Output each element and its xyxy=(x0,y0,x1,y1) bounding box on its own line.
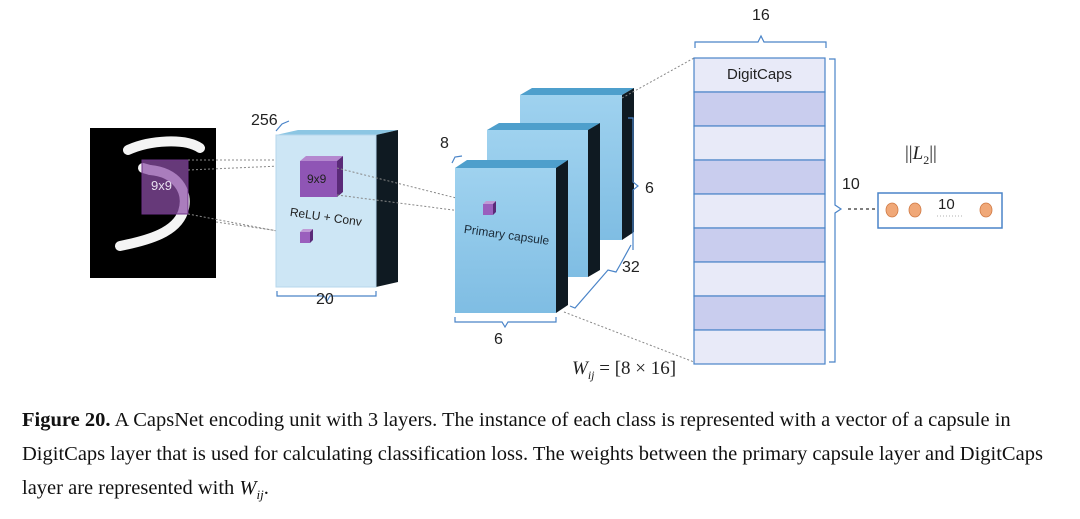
conv-depth-label: 256 xyxy=(251,112,278,129)
input-kernel-label: 9x9 xyxy=(151,178,172,193)
digitcaps-row xyxy=(693,261,826,297)
digitcaps-header: DigitCaps xyxy=(727,66,793,83)
figure-caption: Figure 20. A CapsNet encoding unit with … xyxy=(22,409,1043,503)
digitcaps-row xyxy=(693,295,826,331)
conv-width-label: 20 xyxy=(316,291,334,308)
output-capsule-1 xyxy=(885,202,899,218)
conv-layer-block xyxy=(275,130,398,288)
projection-lines-conv xyxy=(336,167,485,215)
weight-formula: Wij = [8 × 16] xyxy=(572,358,677,382)
digitcaps-row xyxy=(693,159,826,195)
input-image xyxy=(90,128,216,278)
conv-kernel-cube xyxy=(300,156,343,197)
caption-text: A CapsNet encoding unit with 3 layers. T… xyxy=(22,409,1043,499)
digitcaps-row xyxy=(693,91,826,127)
primary-bottom-brace xyxy=(454,317,557,329)
digitcaps-top-brace xyxy=(694,34,827,48)
primary-small-cube xyxy=(483,201,496,215)
caption-label: Figure 20. xyxy=(22,409,111,431)
conv-kernel-label: 9x9 xyxy=(307,172,327,186)
primary-side-brace xyxy=(628,117,639,250)
projection-lines-digitcaps xyxy=(563,57,695,363)
digitcaps-side-brace xyxy=(829,58,843,363)
primary-count-brace xyxy=(569,244,632,309)
digitcaps-rows-label: 10 xyxy=(842,176,860,193)
digitcaps-header-cell xyxy=(693,57,826,93)
digitcaps-row xyxy=(693,125,826,161)
output-value-label: 10 xyxy=(938,196,955,213)
primary-side-label: 6 xyxy=(645,180,654,197)
digitcaps-row xyxy=(693,227,826,263)
primary-count-label: 32 xyxy=(622,259,640,276)
conv-depth-brace xyxy=(275,120,290,132)
primary-depth-label: 8 xyxy=(440,135,449,152)
conv-small-cube xyxy=(300,229,313,243)
output-capsule-2 xyxy=(908,202,922,218)
caption-w-symbol: Wij xyxy=(239,477,264,503)
output-norm-label: ||L2|| xyxy=(905,143,937,167)
primary-capsule-stack xyxy=(455,88,634,313)
digitcaps-row xyxy=(693,193,826,229)
conv-width-brace xyxy=(276,291,377,303)
capsnet-diagram xyxy=(90,34,1003,365)
output-vector xyxy=(877,192,1003,229)
output-capsule-3 xyxy=(979,202,993,218)
primary-block-front xyxy=(455,160,568,313)
digitcaps-table xyxy=(693,57,826,365)
input-kernel-box xyxy=(141,159,189,215)
primary-depth-brace xyxy=(451,155,463,164)
digitcaps-row xyxy=(693,329,826,365)
primary-bottom-label: 6 xyxy=(494,331,503,348)
digitcaps-top-label: 16 xyxy=(752,7,770,24)
